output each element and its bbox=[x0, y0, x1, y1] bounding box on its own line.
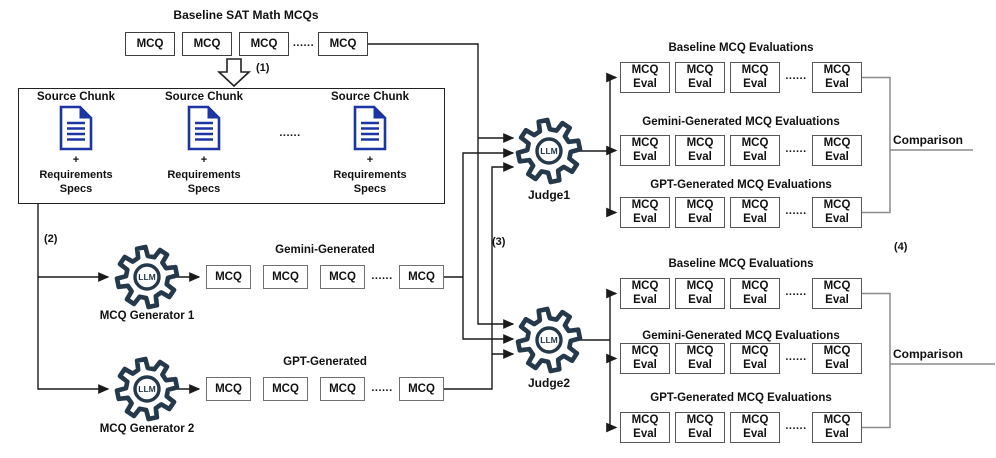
requirements-specs: + Requirements Specs bbox=[149, 153, 259, 197]
judge2-label: Judge2 bbox=[527, 376, 570, 390]
mcq-box: MCQ bbox=[318, 32, 368, 56]
mcq-box: MCQ bbox=[263, 265, 308, 289]
gen1-llm-gear-icon: LLM bbox=[114, 244, 180, 310]
ellipsis: ...... bbox=[785, 70, 807, 82]
flow-baseline-to-judge2 bbox=[368, 43, 515, 329]
eval-section-title: Baseline MCQ Evaluations bbox=[668, 258, 814, 270]
step3-label: (3) bbox=[492, 236, 506, 248]
requirements-specs: + Requirements Specs bbox=[21, 153, 131, 197]
comparison1-bracket bbox=[862, 76, 891, 214]
judge1-llm-gear-icon: LLM bbox=[515, 117, 583, 185]
ellipsis: ...... bbox=[371, 270, 393, 282]
gemini-row-title: Gemini-Generated bbox=[275, 244, 375, 256]
specs-line: Specs bbox=[353, 183, 387, 195]
svg-text:LLM: LLM bbox=[540, 335, 557, 345]
ellipsis: ...... bbox=[785, 205, 807, 217]
step1-block-arrow-icon bbox=[216, 58, 252, 88]
step4-label: (4) bbox=[894, 241, 908, 253]
flow-gemini-to-judge1 bbox=[462, 148, 515, 277]
mcq-box: MCQ bbox=[206, 265, 251, 289]
source-chunk-title: Source Chunk bbox=[37, 91, 115, 103]
judge2-llm-gear-icon: LLM bbox=[515, 306, 583, 374]
mcq-box: MCQ bbox=[320, 265, 365, 289]
mcq-box: MCQ bbox=[239, 32, 289, 56]
mcq-box: MCQ bbox=[263, 377, 308, 401]
ellipsis: ...... bbox=[785, 420, 807, 432]
svg-text:LLM: LLM bbox=[540, 146, 557, 156]
gen2-label: MCQ Generator 2 bbox=[99, 423, 195, 435]
gpt-row-title: GPT-Generated bbox=[283, 356, 367, 368]
requirements-line: Requirements bbox=[39, 168, 113, 181]
eval-section-title: Baseline MCQ Evaluations bbox=[668, 42, 814, 54]
eval-section-title: GPT-Generated MCQ Evaluations bbox=[650, 179, 832, 191]
ellipsis: ...... bbox=[785, 286, 807, 298]
svg-text:LLM: LLM bbox=[138, 272, 155, 282]
plus-sign: + bbox=[200, 154, 208, 166]
comparison1-label: Comparison bbox=[893, 133, 964, 147]
flow-gpt-to-judge1 bbox=[444, 162, 515, 390]
ellipsis: ...... bbox=[371, 382, 393, 394]
ellipsis: ...... bbox=[292, 37, 315, 49]
comparison2-bracket bbox=[862, 292, 891, 429]
source-chunk-title: Source Chunk bbox=[165, 91, 243, 103]
step1-label: (1) bbox=[256, 62, 270, 74]
mcq-box: MCQ bbox=[125, 32, 175, 56]
comparison2-label: Comparison bbox=[893, 347, 964, 361]
requirements-line: Requirements bbox=[167, 168, 241, 181]
requirements-line: Requirements bbox=[333, 168, 407, 181]
eval-section-title: Gemini-Generated MCQ Evaluations bbox=[642, 330, 840, 342]
mcq-box: MCQ bbox=[399, 377, 444, 401]
source-chunks-box bbox=[18, 88, 445, 204]
plus-sign: + bbox=[366, 154, 374, 166]
mcq-box: MCQ bbox=[399, 265, 444, 289]
plus-sign: + bbox=[72, 154, 80, 166]
baseline-title: Baseline SAT Math MCQs bbox=[173, 8, 319, 22]
flow-gemini-to-judge2 bbox=[462, 277, 515, 344]
specs-line: Specs bbox=[59, 183, 93, 195]
gen1-label: MCQ Generator 1 bbox=[99, 310, 195, 322]
svg-text:LLM: LLM bbox=[138, 384, 155, 394]
ellipsis: ...... bbox=[785, 351, 807, 363]
ellipsis: ...... bbox=[279, 127, 301, 139]
requirements-specs: + Requirements Specs bbox=[315, 153, 425, 197]
eval-section-title: GPT-Generated MCQ Evaluations bbox=[650, 392, 832, 404]
gen2-llm-gear-icon: LLM bbox=[114, 356, 180, 422]
mcq-box: MCQ bbox=[320, 377, 365, 401]
source-chunk-title: Source Chunk bbox=[331, 91, 409, 103]
mcq-box: MCQ bbox=[206, 377, 251, 401]
eval-section-title: Gemini-Generated MCQ Evaluations bbox=[642, 116, 840, 128]
judge1-label: Judge1 bbox=[527, 188, 570, 202]
mcq-box: MCQ bbox=[182, 32, 232, 56]
specs-line: Specs bbox=[187, 183, 221, 195]
ellipsis: ...... bbox=[785, 143, 807, 155]
step2-label: (2) bbox=[44, 233, 58, 245]
flow-source-to-gen2 bbox=[37, 204, 110, 394]
